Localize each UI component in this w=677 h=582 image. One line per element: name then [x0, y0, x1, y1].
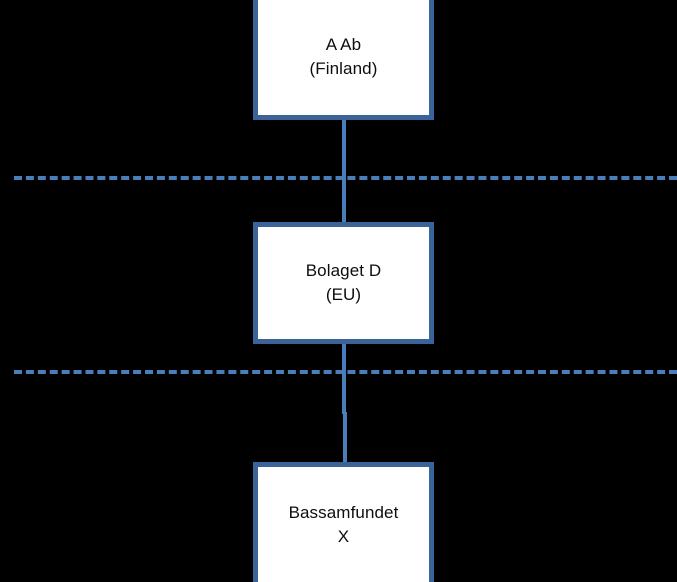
node-a-ab-label: A Ab (Finland)	[309, 34, 378, 78]
node-a-ab[interactable]: A Ab (Finland)	[253, 0, 434, 120]
node-bolaget-d-label: Bolaget D (EU)	[305, 260, 382, 304]
connector-bolaget-d-to-bassamfundet-x	[342, 342, 346, 414]
node-bassamfundet-x-label: Bassamfundet X	[288, 502, 399, 546]
node-bolaget-d[interactable]: Bolaget D (EU)	[253, 222, 434, 344]
connector-a-ab-to-bolaget-d	[342, 118, 346, 224]
connector-bolaget-d-to-bassamfundet-x-lower-segment	[343, 412, 347, 464]
node-bassamfundet-x[interactable]: Bassamfundet X	[253, 462, 434, 582]
